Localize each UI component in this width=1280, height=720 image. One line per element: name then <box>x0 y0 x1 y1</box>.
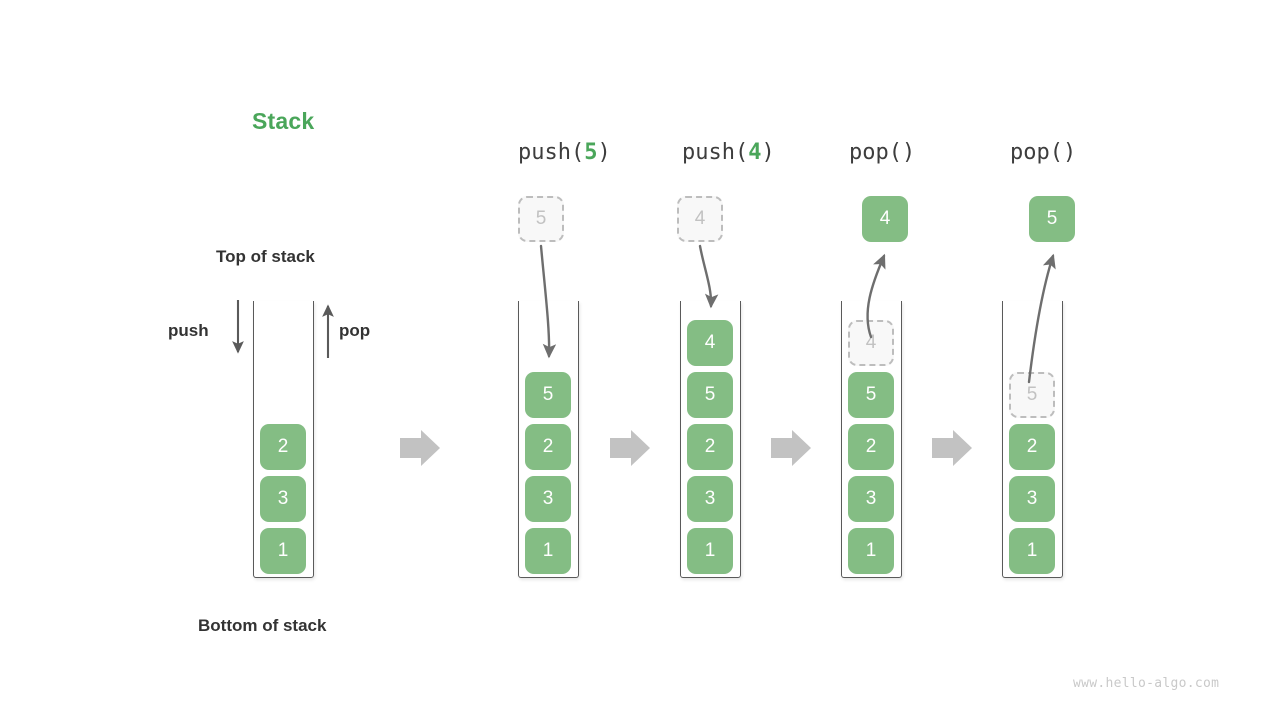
stack-element: 3 <box>848 476 894 522</box>
caption-pop-1: pop() <box>849 140 915 165</box>
stack-element: 3 <box>525 476 571 522</box>
caption-suffix: ) <box>901 140 916 165</box>
stack-element: 1 <box>260 528 306 574</box>
stack-element: 2 <box>848 424 894 470</box>
caption-prefix: pop( <box>1010 140 1063 165</box>
stack-container-push-4 <box>680 301 741 578</box>
removed-element-ghost: 5 <box>1009 372 1055 418</box>
label-bottom-of-stack: Bottom of stack <box>198 616 327 635</box>
caption-arg: 5 <box>584 140 598 165</box>
stack-element: 1 <box>1009 528 1055 574</box>
stage-flow-arrow-icon <box>400 430 440 466</box>
caption-suffix: ) <box>761 140 775 165</box>
stack-container-pop-1 <box>841 301 902 578</box>
stage-flow-arrow-icon <box>610 430 650 466</box>
incoming-element-ghost: 4 <box>677 196 723 242</box>
caption-prefix: push( <box>518 140 585 165</box>
stack-element: 3 <box>260 476 306 522</box>
page-title: Stack <box>252 108 315 134</box>
stack-element: 5 <box>687 372 733 418</box>
stack-element: 3 <box>687 476 733 522</box>
popped-element: 4 <box>862 196 908 242</box>
stack-element: 2 <box>525 424 571 470</box>
stack-container-initial <box>253 301 314 578</box>
caption-suffix: ) <box>597 140 611 165</box>
stack-element: 1 <box>525 528 571 574</box>
watermark: www.hello-algo.com <box>1073 676 1220 691</box>
caption-suffix: ) <box>1062 140 1077 165</box>
label-push: push <box>168 321 209 340</box>
caption-push-5: push(5) <box>518 140 611 165</box>
stack-element: 4 <box>687 320 733 366</box>
stack-element: 1 <box>687 528 733 574</box>
caption-arg: 4 <box>748 140 762 165</box>
stack-element: 5 <box>525 372 571 418</box>
caption-prefix: push( <box>682 140 749 165</box>
caption-pop-2: pop() <box>1010 140 1076 165</box>
stack-element: 2 <box>260 424 306 470</box>
incoming-element-ghost: 5 <box>518 196 564 242</box>
stage-flow-arrow-icon <box>932 430 972 466</box>
caption-prefix: pop( <box>849 140 902 165</box>
stack-element: 2 <box>1009 424 1055 470</box>
stack-element: 2 <box>687 424 733 470</box>
push-4-motion-arrow-icon <box>698 244 719 309</box>
stack-element: 5 <box>848 372 894 418</box>
stack-element: 1 <box>848 528 894 574</box>
stage-flow-arrow-icon <box>771 430 811 466</box>
stack-container-pop-2 <box>1002 301 1063 578</box>
stack-container-push-5 <box>518 301 579 578</box>
label-top-of-stack: Top of stack <box>216 247 315 266</box>
label-pop: pop <box>339 321 371 340</box>
stack-element: 3 <box>1009 476 1055 522</box>
removed-element-ghost: 4 <box>848 320 894 366</box>
popped-element: 5 <box>1029 196 1075 242</box>
caption-push-4: push(4) <box>682 140 775 165</box>
